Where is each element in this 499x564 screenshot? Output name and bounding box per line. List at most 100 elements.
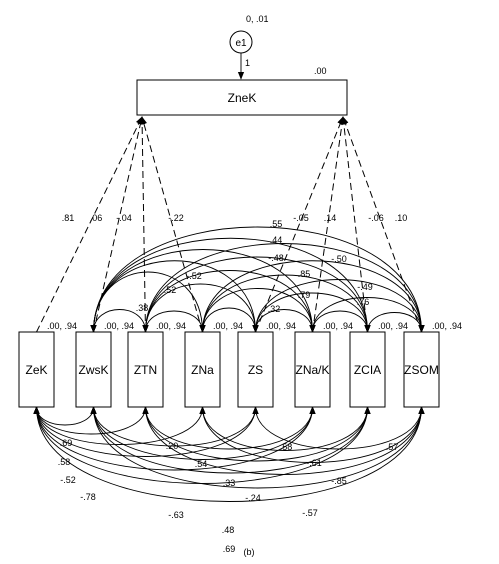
covariance-label: .20 xyxy=(166,441,179,451)
outcome-box xyxy=(136,79,348,116)
covariance-arc xyxy=(33,406,149,435)
regression-weight: .06 xyxy=(90,213,103,223)
covariance-label: -.85 xyxy=(331,476,347,486)
regression-weight: .14 xyxy=(324,213,337,223)
covariance-arc xyxy=(199,288,316,333)
regression-weight: -.06 xyxy=(368,213,384,223)
covariance-label: .54 xyxy=(195,459,208,469)
predictor-stats: .00, .94 xyxy=(156,321,186,331)
predictor-label: ZSOM xyxy=(404,363,439,377)
covariance-label: .52 xyxy=(164,285,177,295)
covariance-label: .55 xyxy=(270,219,283,229)
covariance-arc xyxy=(142,283,259,333)
regression-weight: -.04 xyxy=(116,213,132,223)
covariance-label: .58 xyxy=(280,442,293,452)
error-path-weight: 1 xyxy=(245,58,250,68)
covariance-arc xyxy=(90,406,425,489)
covariance-arc xyxy=(33,406,316,471)
covariance-arc xyxy=(90,271,206,333)
predictor-stats: .00, .94 xyxy=(213,321,243,331)
predictor-box xyxy=(184,331,221,408)
covariance-arc xyxy=(252,406,425,450)
predictor-box xyxy=(237,331,274,408)
predictor-stats: .00, .94 xyxy=(378,321,408,331)
covariance-label: .69 xyxy=(223,544,236,554)
covariance-label: .44 xyxy=(270,235,283,245)
covariance-arc xyxy=(142,310,206,333)
predictor-label: ZeK xyxy=(25,363,47,377)
covariance-label: .85 xyxy=(298,269,311,279)
figure-caption: (b) xyxy=(244,547,255,557)
covariance-label: .48 xyxy=(222,525,235,535)
covariance-label: -.48 xyxy=(268,253,284,263)
covariance-arc xyxy=(142,406,371,462)
regression-path xyxy=(140,116,203,333)
covariance-arc xyxy=(199,406,425,463)
covariance-label: .69 xyxy=(60,438,73,448)
covariance-label: -.61 xyxy=(306,458,322,468)
predictor-stats: .00, .94 xyxy=(432,321,462,331)
regression-weight: -.22 xyxy=(168,213,184,223)
covariance-label: -.50 xyxy=(331,254,347,264)
predictor-stats: .00, .94 xyxy=(266,321,296,331)
regression-path xyxy=(138,116,146,333)
covariance-label: -.49 xyxy=(357,282,373,292)
covariance-label: -.52 xyxy=(60,475,76,485)
error-term-variance: 0, .01 xyxy=(246,14,269,24)
covariance-arc xyxy=(90,309,149,333)
covariance-arc xyxy=(252,309,316,333)
covariance-arc xyxy=(252,279,425,333)
covariance-arc xyxy=(33,406,206,445)
regression-path xyxy=(312,116,346,333)
regression-weight: .81 xyxy=(62,213,75,223)
covariance-arc xyxy=(252,292,371,333)
covariance-arc xyxy=(142,256,371,333)
covariance-label: .32 xyxy=(268,304,281,314)
regression-weight: -.05 xyxy=(293,213,309,223)
regression-path xyxy=(255,116,344,333)
predictor-label: ZTN xyxy=(134,363,157,377)
covariance-label: -.57 xyxy=(302,508,318,518)
covariance-label: .76 xyxy=(357,297,370,307)
covariance-label: .58 xyxy=(58,457,71,467)
covariance-arc xyxy=(199,307,259,333)
predictor-stats: .00, .94 xyxy=(47,321,77,331)
regression-path xyxy=(340,116,368,333)
covariance-label: .38 xyxy=(136,303,149,313)
error-term-label: e1 xyxy=(235,38,247,49)
covariance-arc xyxy=(90,406,259,447)
predictor-label: ZNa/K xyxy=(295,363,329,377)
covariance-arc xyxy=(33,406,425,502)
covariance-arc xyxy=(199,274,371,333)
predictor-label: ZwsK xyxy=(79,363,109,377)
covariance-label: .79 xyxy=(298,290,311,300)
covariance-arc xyxy=(199,260,425,333)
predictor-box xyxy=(403,331,440,408)
predictor-box xyxy=(75,331,112,408)
predictor-label: ZNa xyxy=(191,363,214,377)
predictor-label: ZS xyxy=(248,363,263,377)
covariance-arc xyxy=(90,406,371,474)
predictor-label: ZCIA xyxy=(354,363,381,377)
covariance-arc xyxy=(309,297,425,333)
covariance-arc xyxy=(199,406,371,451)
predictor-box xyxy=(18,331,55,408)
predictor-box xyxy=(127,331,164,408)
regression-path xyxy=(36,116,143,333)
covariance-label: .33 xyxy=(223,478,236,488)
covariance-arc xyxy=(142,270,316,333)
outcome-label: ZneK xyxy=(228,91,257,105)
predictor-stats: .00, .94 xyxy=(104,321,134,331)
covariance-label: -.63 xyxy=(168,510,184,520)
covariance-arc xyxy=(142,243,425,333)
outcome-intercept: .00 xyxy=(314,66,327,76)
predictor-box xyxy=(294,331,331,408)
covariance-arc xyxy=(90,237,371,333)
covariance-arc xyxy=(33,406,97,426)
covariance-arc xyxy=(90,226,425,333)
covariance-label: .57 xyxy=(386,442,399,452)
covariance-label: -.24 xyxy=(245,493,261,503)
covariance-label: -.78 xyxy=(80,492,96,502)
covariance-label: -.52 xyxy=(186,271,202,281)
